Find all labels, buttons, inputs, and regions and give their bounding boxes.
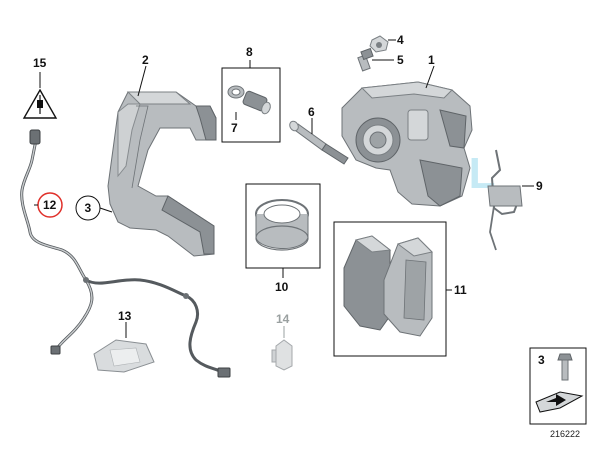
callout-9: 9 [536, 179, 543, 193]
callout-10: 10 [275, 280, 289, 294]
callout-13: 13 [118, 309, 132, 323]
callout-1: 1 [428, 53, 435, 67]
callout-8: 8 [246, 45, 253, 59]
inset-box [529, 347, 587, 425]
box-11 [333, 221, 447, 357]
callout-5: 5 [397, 53, 404, 67]
part-6-guide-pin [289, 120, 349, 165]
diagram-number: 216222 [550, 429, 580, 439]
box-8 [221, 67, 281, 143]
part-5-bleeder-screw [357, 47, 374, 72]
callout-11: 11 [454, 283, 467, 297]
inset-bolt-icon [557, 353, 573, 381]
callout-7: 7 [231, 121, 238, 135]
inset-label: 3 [538, 353, 545, 367]
callout-14: 14 [276, 312, 290, 326]
callout-15: 15 [33, 56, 47, 70]
part-1-caliper-housing [341, 81, 473, 207]
part-12-wear-sensor-cable [20, 129, 231, 378]
inset-arrow-icon [535, 391, 584, 413]
callout-6: 6 [308, 105, 315, 119]
part-9-anti-rattle-spring [487, 149, 523, 251]
callout-3: 3 [85, 201, 92, 215]
part-7-guide-bushings [227, 85, 271, 115]
part-2-caliper-carrier [107, 91, 217, 257]
part-11-brake-pads [343, 235, 433, 337]
part-13-grease-packet [93, 339, 155, 373]
callout-12: 12 [43, 198, 57, 212]
part-10-piston-seal-kit [255, 199, 309, 251]
part-15-warning-symbol [22, 88, 58, 119]
callout-4: 4 [397, 33, 404, 47]
callout-2: 2 [142, 53, 149, 67]
part-14-cable-clip [271, 339, 293, 371]
part-4-bleeder-cap [369, 35, 389, 53]
